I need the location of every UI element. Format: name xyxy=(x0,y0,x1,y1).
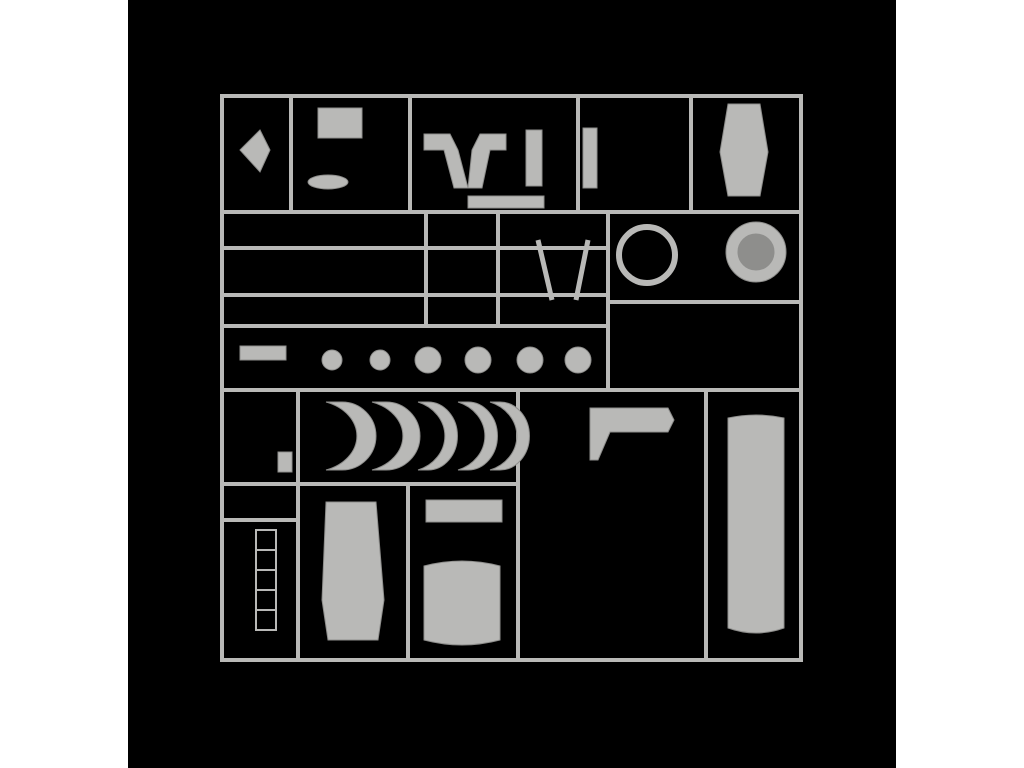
part-wheel-5 xyxy=(516,346,544,374)
part-bracket xyxy=(239,129,271,173)
part-wheel-1 xyxy=(321,349,343,371)
part-gear-struts xyxy=(535,239,591,301)
part-cockpit-tub xyxy=(719,103,769,197)
part-exhaust-cover xyxy=(423,560,501,646)
part-wheel-4 xyxy=(464,346,492,374)
part-drop-tank-half xyxy=(727,414,785,634)
part-arm xyxy=(525,129,543,187)
part-gear-leg xyxy=(582,127,598,189)
part-engine-face-inner xyxy=(737,233,775,271)
part-ladder-rungs xyxy=(256,549,276,611)
part-bulkhead xyxy=(425,499,503,523)
part-axle xyxy=(239,345,287,361)
part-wheel-2 xyxy=(369,349,391,371)
part-strut-right xyxy=(467,133,507,189)
part-fuselage-panel xyxy=(321,501,385,641)
part-panel xyxy=(317,107,363,139)
sprue-outer-runner xyxy=(220,94,803,662)
part-seat xyxy=(307,174,349,190)
black-backdrop xyxy=(128,0,896,768)
part-small-clip xyxy=(277,451,293,473)
part-engine-ring xyxy=(616,224,678,286)
part-strut-left xyxy=(423,133,469,189)
part-wheel-6 xyxy=(564,346,592,374)
photo-frame xyxy=(128,0,896,768)
part-wheel-3 xyxy=(414,346,442,374)
part-ring-segment-5 xyxy=(489,401,530,471)
part-ring-segment-2 xyxy=(371,401,421,471)
part-frame-assembly xyxy=(589,407,675,461)
part-bar xyxy=(467,195,545,209)
sprue-frame xyxy=(220,94,803,662)
part-ring-segment-4 xyxy=(457,401,498,471)
part-ring-segment-1 xyxy=(325,401,377,471)
part-ladder xyxy=(255,529,277,631)
part-ring-segment-3 xyxy=(417,401,458,471)
sprue-illustration xyxy=(128,0,896,768)
sprue-parts xyxy=(239,103,787,646)
